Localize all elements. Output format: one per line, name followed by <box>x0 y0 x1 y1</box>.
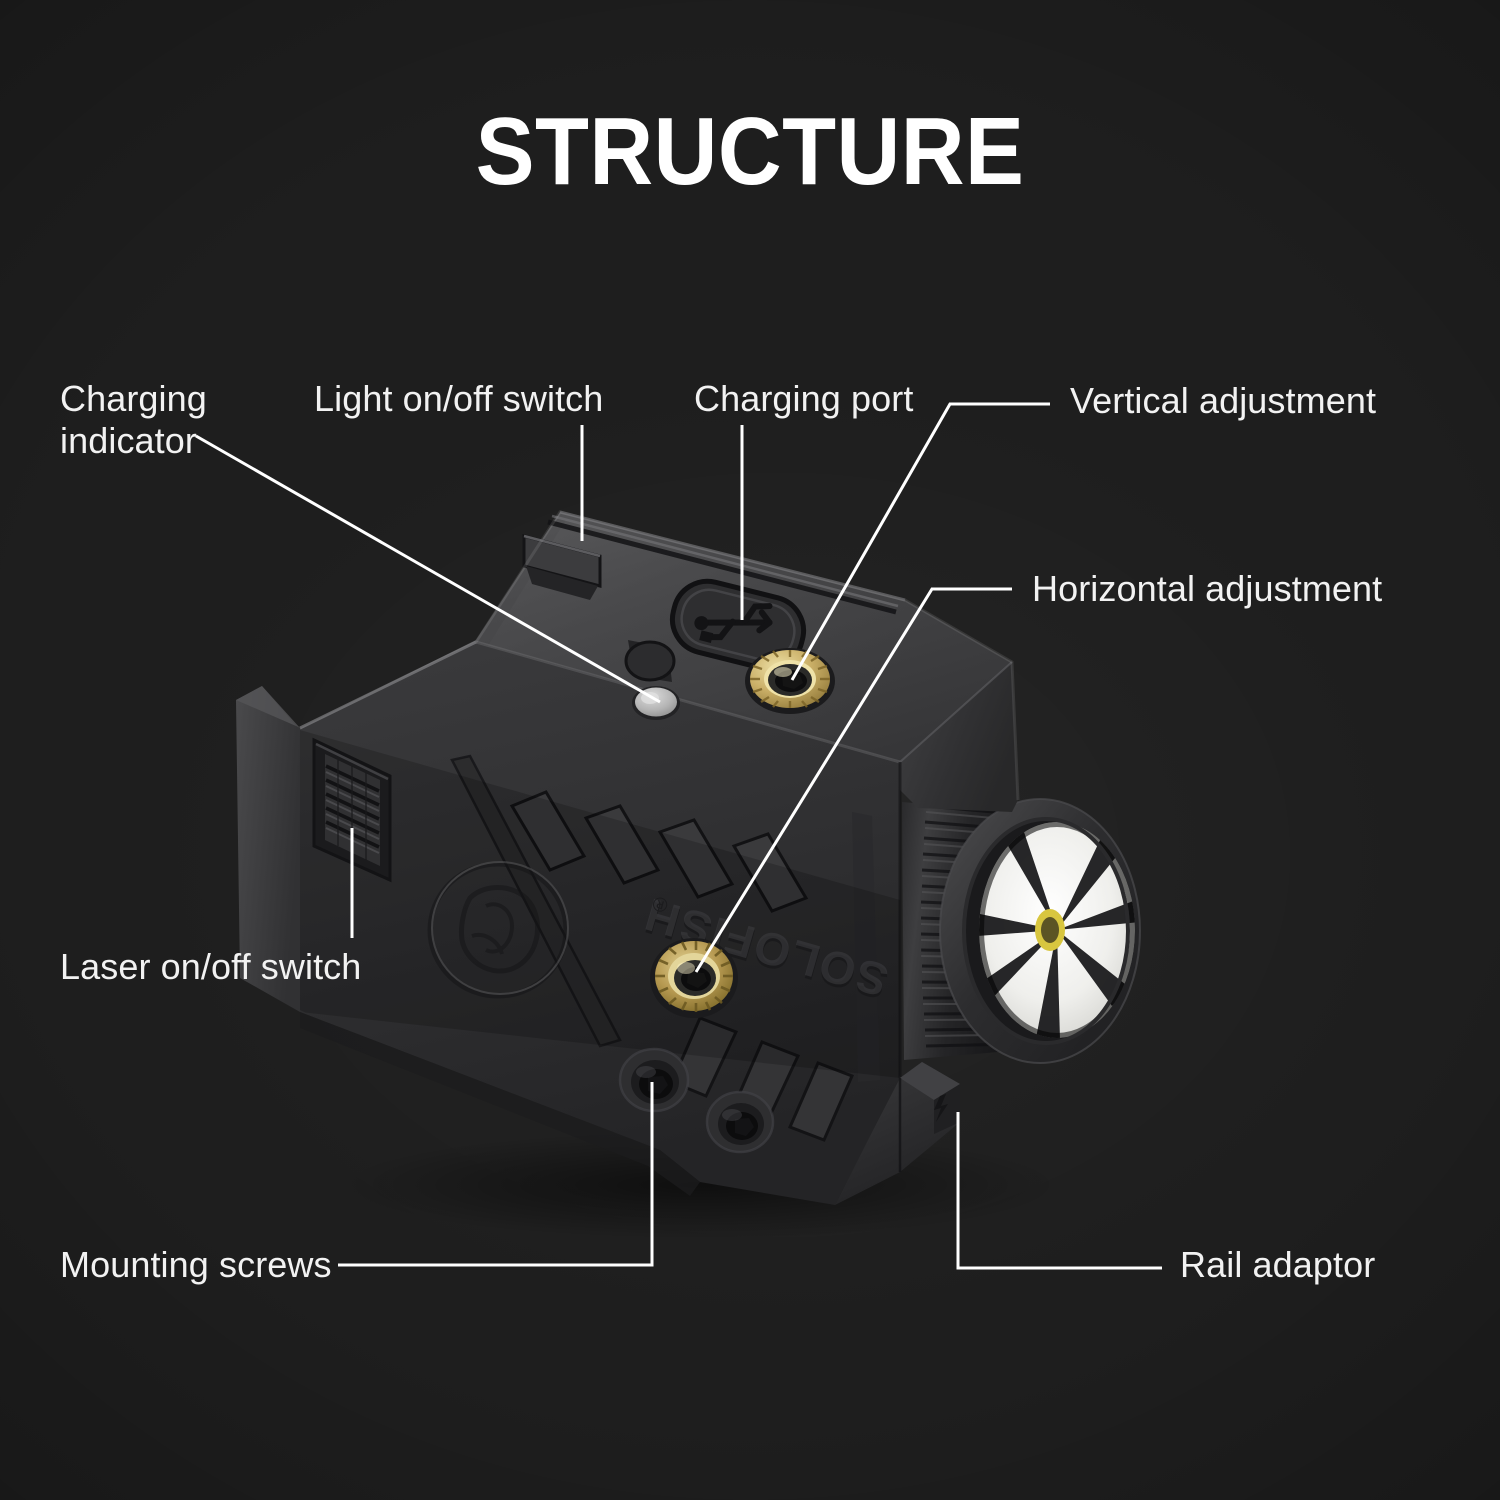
housing-body: SOLOFISH SOLOFISH ® <box>236 510 1020 1205</box>
led-reflector <box>979 822 1135 1038</box>
brand-logo-emboss <box>427 861 569 999</box>
horizontal-adjustment-screw <box>650 938 738 1018</box>
callout-light-switch: Light on/off switch <box>314 378 604 419</box>
front-face <box>300 642 900 1205</box>
leader-charging-indicator <box>195 434 661 704</box>
usb-icon <box>694 603 773 643</box>
callout-vertical-adjustment: Vertical adjustment <box>1070 380 1377 421</box>
vertical-adjustment-screw <box>745 648 835 714</box>
leader-horizontal-adjustment <box>694 587 1012 973</box>
grip-ribs <box>300 730 900 1142</box>
callout-rail-adaptor: Rail adaptor <box>1180 1244 1376 1285</box>
page-title: STRUCTURE <box>475 98 1025 205</box>
charging-port-cover <box>624 578 807 682</box>
callout-charging-port: Charging port <box>694 378 914 419</box>
mounting-screws <box>618 1047 775 1154</box>
rail-adaptor <box>835 1062 960 1205</box>
mounting-screw-2 <box>705 1090 775 1154</box>
callout-charging-indicator: Charging indicator <box>60 378 207 462</box>
leader-vertical-adjustment <box>790 402 1050 681</box>
shoulder-face <box>900 662 1018 812</box>
leader-mounting-screws <box>338 1082 654 1267</box>
mounting-screw-1 <box>618 1047 690 1113</box>
leader-rail-adaptor <box>956 1112 1162 1270</box>
rear-cap <box>236 686 300 1012</box>
led-head <box>902 798 1141 1064</box>
callout-mounting-screws: Mounting screws <box>60 1244 332 1285</box>
svg-text:®: ® <box>650 891 670 916</box>
callout-laser-switch: Laser on/off switch <box>60 946 362 987</box>
callout-horizontal-adjustment: Horizontal adjustment <box>1032 568 1383 609</box>
laser-switch <box>312 737 392 883</box>
light-switch <box>522 534 602 600</box>
